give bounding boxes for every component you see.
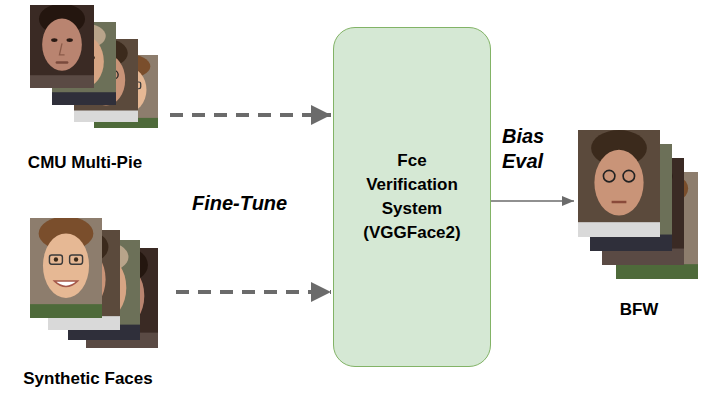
box-text: Fce Verification System (VGGFace2) bbox=[356, 149, 468, 245]
image-caption: Synthetic Faces bbox=[0, 369, 176, 389]
edge-label: Bias Eval bbox=[502, 124, 568, 174]
dashed-arrow bbox=[176, 290, 331, 294]
image-stack-node: CMU Multi-Pie bbox=[0, 3, 170, 178]
image-stack-node: BFW bbox=[576, 128, 702, 324]
process-box: Fce Verification System (VGGFace2) bbox=[333, 27, 491, 367]
step-label: Fine-Tune bbox=[192, 191, 287, 216]
image-caption: BFW bbox=[576, 300, 702, 320]
image-caption: CMU Multi-Pie bbox=[0, 153, 170, 173]
dashed-arrow bbox=[170, 113, 331, 117]
arrow bbox=[491, 200, 574, 202]
image-stack-node: Synthetic Faces bbox=[0, 215, 176, 395]
